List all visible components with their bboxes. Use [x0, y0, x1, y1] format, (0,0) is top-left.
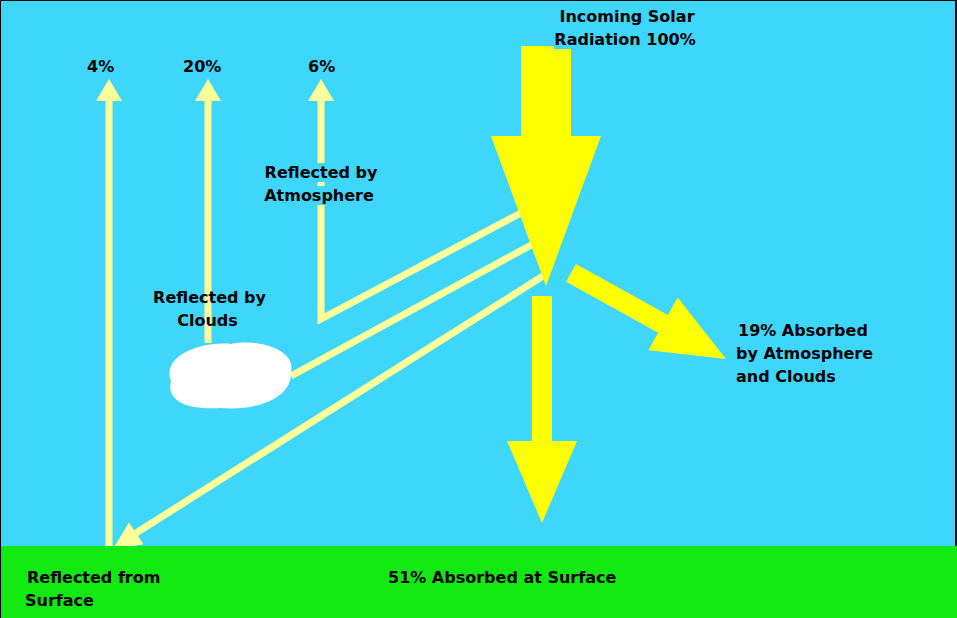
percent-label-holder: 6%	[306, 55, 356, 78]
ground-band: Reflected from Surface 51% Absorbed at Su…	[1, 546, 957, 618]
cloud-outline	[169, 343, 291, 409]
cloud: Reflected by Clouds	[141, 286, 301, 416]
node-text: Reflected from Surface	[25, 568, 160, 610]
percent-label: 4%	[85, 57, 116, 76]
atmosphere-reflection-label: Reflected by Atmosphere	[263, 163, 378, 205]
arrow-head	[308, 79, 334, 101]
node-text-holder: Reflected by Clouds	[141, 286, 276, 332]
incoming-arrow	[491, 46, 601, 286]
surface-absorbed-arrow	[507, 296, 577, 523]
atmosphere-absorption-label-holder: 19% Absorbed by Atmosphere and Clouds	[736, 319, 888, 388]
percent-label-holder: 20%	[181, 55, 241, 78]
atmosphere-absorption-label: 19% Absorbed by Atmosphere and Clouds	[736, 321, 873, 386]
surface-reflection-line	[106, 101, 113, 546]
arrow-head	[195, 79, 221, 101]
incoming-label-holder: Incoming Solar Radiation 100%	[541, 5, 711, 51]
percent-label: 20%	[181, 57, 223, 76]
node-text: 51% Absorbed at Surface	[386, 568, 618, 587]
percent-label-holder: 4%	[85, 55, 135, 78]
atmosphere-absorbed-arrow	[566, 264, 726, 359]
arrow-head	[96, 79, 122, 101]
atmosphere-reflection-label-holder: Reflected by Atmosphere	[259, 161, 381, 207]
node-text-holder: Reflected from Surface	[25, 566, 215, 612]
incoming-label: Incoming Solar Radiation 100%	[554, 7, 697, 49]
atmosphere-reflection-line	[321, 101, 521, 319]
percent-label: 6%	[306, 57, 337, 76]
node-text: Reflected by Clouds	[151, 288, 266, 330]
node-text-holder: 51% Absorbed at Surface	[386, 566, 706, 589]
surface-incoming-line	[136, 276, 543, 533]
